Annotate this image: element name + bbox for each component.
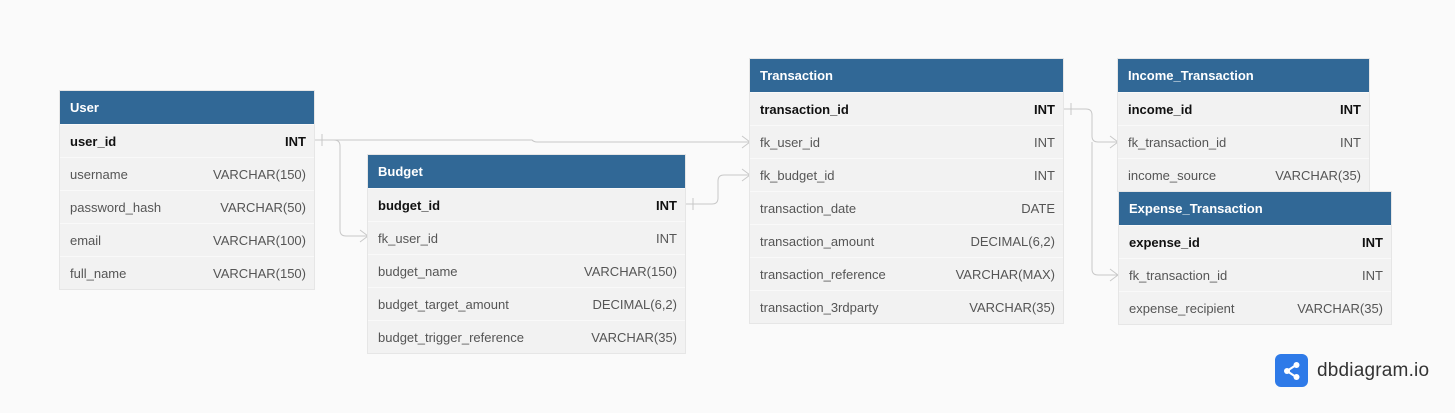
table-row[interactable]: budget_id INT (368, 188, 685, 221)
column-name: expense_id (1129, 234, 1200, 250)
table-row[interactable]: expense_recipient VARCHAR(35) (1119, 291, 1391, 324)
column-type: VARCHAR(50) (220, 199, 306, 215)
table-header[interactable]: Budget (368, 155, 685, 188)
table-row[interactable]: username VARCHAR(150) (60, 157, 314, 190)
column-name: transaction_reference (760, 266, 886, 282)
column-name: transaction_3rdparty (760, 299, 879, 315)
table-header[interactable]: Income_Transaction (1118, 59, 1369, 92)
column-name: username (70, 166, 128, 182)
brand-name: dbdiagram.io (1317, 359, 1430, 381)
table-row[interactable]: income_source VARCHAR(35) (1118, 158, 1369, 191)
column-type: INT (1362, 267, 1383, 283)
relation-line[interactable] (314, 139, 750, 143)
table-row[interactable]: transaction_3rdparty VARCHAR(35) (750, 290, 1063, 323)
column-name: password_hash (70, 199, 162, 215)
relation-many-mark (359, 229, 369, 237)
column-name: fk_user_id (378, 230, 438, 246)
column-type: DATE (1021, 200, 1055, 216)
column-name: email (70, 232, 102, 248)
table-row[interactable]: password_hash VARCHAR(50) (60, 190, 314, 223)
relation-many-mark (741, 168, 751, 176)
table-row[interactable]: transaction_id INT (750, 92, 1063, 125)
table-row[interactable]: full_name VARCHAR(150) (60, 256, 314, 289)
table-row[interactable]: budget_name VARCHAR(150) (368, 254, 685, 287)
column-type: VARCHAR(35) (1297, 300, 1383, 316)
column-name: fk_user_id (760, 134, 820, 150)
table-row[interactable]: fk_user_id INT (368, 221, 685, 254)
column-name: fk_transaction_id (1128, 134, 1227, 150)
column-type: INT (285, 133, 306, 149)
brand-watermark[interactable]: dbdiagram.io (1275, 354, 1429, 387)
column-type: INT (1034, 167, 1055, 183)
column-type: VARCHAR(35) (969, 299, 1055, 315)
column-type: VARCHAR(150) (213, 265, 306, 281)
column-name: full_name (70, 265, 127, 281)
table-row[interactable]: transaction_date DATE (750, 191, 1063, 224)
table-row[interactable]: fk_user_id INT (750, 125, 1063, 158)
table-row[interactable]: user_id INT (60, 124, 314, 157)
column-name: fk_transaction_id (1129, 267, 1228, 283)
column-type: INT (1340, 134, 1361, 150)
column-type: VARCHAR(100) (213, 232, 306, 248)
column-name: budget_id (378, 197, 441, 213)
share-graph-icon (1275, 354, 1308, 387)
relation-many-mark (741, 174, 751, 182)
relation-many-mark (1109, 135, 1119, 143)
relation-many-mark (741, 135, 751, 143)
table-header[interactable]: Expense_Transaction (1119, 192, 1391, 225)
relation-line[interactable] (1091, 142, 1118, 276)
column-name: user_id (70, 133, 117, 149)
column-name: fk_budget_id (760, 167, 835, 183)
table-header[interactable]: Transaction (750, 59, 1063, 92)
table-row[interactable]: expense_id INT (1119, 225, 1391, 258)
table-row[interactable]: transaction_reference VARCHAR(MAX) (750, 257, 1063, 290)
relation-many-mark (359, 235, 369, 243)
relation-many-mark (1109, 274, 1119, 282)
column-type: VARCHAR(MAX) (955, 266, 1055, 282)
column-type: VARCHAR(35) (1275, 167, 1361, 183)
column-type: DECIMAL(6,2) (970, 233, 1055, 249)
relation-many-mark (1109, 141, 1119, 149)
table-row[interactable]: fk_transaction_id INT (1118, 125, 1369, 158)
table-row[interactable]: email VARCHAR(100) (60, 223, 314, 256)
table-row[interactable]: budget_trigger_reference VARCHAR(35) (368, 320, 685, 353)
column-name: budget_trigger_reference (378, 329, 524, 345)
relation-many-mark (1109, 268, 1119, 276)
table-row[interactable]: income_id INT (1118, 92, 1369, 125)
column-type: VARCHAR(35) (591, 329, 677, 345)
column-name: budget_name (378, 263, 458, 279)
column-name: transaction_date (760, 200, 857, 216)
column-type: DECIMAL(6,2) (592, 296, 677, 312)
column-type: INT (1362, 234, 1383, 250)
relation-line[interactable] (314, 139, 368, 237)
column-type: INT (1340, 101, 1361, 117)
relation-many-mark (741, 141, 751, 149)
column-type: INT (1034, 101, 1055, 117)
column-name: expense_recipient (1129, 300, 1235, 316)
column-name: income_source (1128, 167, 1217, 183)
column-name: budget_target_amount (378, 296, 509, 312)
table-row[interactable]: transaction_amount DECIMAL(6,2) (750, 224, 1063, 257)
column-type: VARCHAR(150) (213, 166, 306, 182)
table-header[interactable]: User (60, 91, 314, 124)
column-type: INT (656, 230, 677, 246)
table-row[interactable]: budget_target_amount DECIMAL(6,2) (368, 287, 685, 320)
column-name: transaction_amount (760, 233, 875, 249)
column-type: INT (1034, 134, 1055, 150)
column-name: income_id (1128, 101, 1193, 117)
column-type: INT (656, 197, 677, 213)
relation-line[interactable] (1063, 108, 1118, 143)
column-name: transaction_id (760, 101, 849, 117)
relation-line[interactable] (685, 174, 750, 205)
table-row[interactable]: fk_transaction_id INT (1119, 258, 1391, 291)
table-row[interactable]: fk_budget_id INT (750, 158, 1063, 191)
column-type: VARCHAR(150) (584, 263, 677, 279)
